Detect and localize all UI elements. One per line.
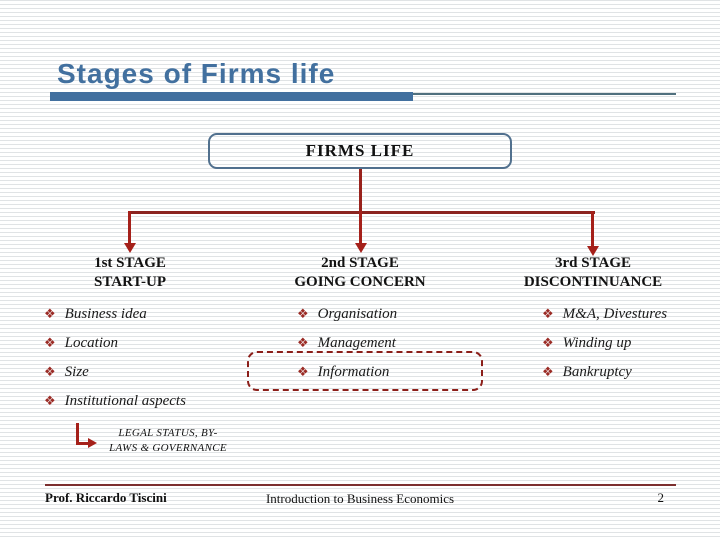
list-item: ❖ Organisation: [297, 306, 397, 323]
stage2-heading-line2: GOING CONCERN: [294, 274, 426, 290]
connector-arrow-left: [128, 211, 131, 244]
list-item: ❖ Institutional aspects: [44, 393, 186, 410]
list-item-label: Location: [64, 335, 118, 351]
list-item-highlighted: ❖ Information: [297, 364, 389, 381]
arrowhead-right-icon: [587, 246, 599, 256]
list-item: ❖ Business idea: [44, 306, 147, 323]
stage1-heading: 1st STAGE START-UP: [30, 254, 230, 292]
connector-root-vertical: [359, 169, 362, 212]
arrowhead-left-icon: [124, 243, 136, 253]
diamond-bullet-icon: ❖: [297, 336, 309, 351]
connector-arrow-right: [591, 211, 594, 247]
stage1-heading-line2: START-UP: [94, 274, 166, 290]
note-elbow-connector-vertical: [76, 423, 79, 445]
list-item: ❖ M&A, Divestures: [542, 306, 667, 323]
stage3-heading: 3rd STAGE DISCONTINUANCE: [483, 254, 703, 292]
list-item: ❖ Winding up: [542, 335, 631, 352]
stage2-heading-line1: 2nd STAGE: [321, 255, 399, 271]
diamond-bullet-icon: ❖: [297, 307, 309, 322]
diagram-root-box: FIRMS LIFE: [208, 133, 512, 169]
note-legal-status: LEGAL STATUS, BY- LAWS & GOVERNANCE: [98, 426, 238, 456]
title-underline-bar: [50, 92, 413, 101]
connector-horizontal: [129, 211, 595, 214]
title-underline-extension: [413, 93, 676, 95]
list-item-label: Size: [64, 364, 89, 380]
list-item: ❖ Size: [44, 364, 89, 381]
footer-page-number: 2: [657, 490, 665, 505]
note-arrowhead-icon: [88, 438, 97, 448]
diagram-root-label: FIRMS LIFE: [305, 141, 415, 160]
list-item: ❖ Bankruptcy: [542, 364, 632, 381]
connector-arrow-center: [359, 211, 362, 244]
stage3-heading-line2: DISCONTINUANCE: [523, 274, 663, 290]
highlight-dashed-box: [247, 351, 483, 391]
diamond-bullet-icon: ❖: [542, 307, 554, 322]
diamond-bullet-icon: ❖: [542, 336, 554, 351]
list-item-label: Winding up: [562, 335, 632, 351]
diamond-bullet-icon: ❖: [44, 365, 56, 380]
diamond-bullet-icon: ❖: [44, 336, 56, 351]
diamond-bullet-icon: ❖: [44, 394, 56, 409]
diamond-bullet-icon: ❖: [542, 365, 554, 380]
list-item-label: M&A, Divestures: [562, 306, 668, 322]
footer-divider: [45, 484, 676, 486]
list-item-label: Institutional aspects: [64, 393, 186, 409]
diamond-bullet-icon: ❖: [44, 307, 56, 322]
stage1-heading-line1: 1st STAGE: [94, 255, 166, 271]
slide-title: Stages of Firms life: [57, 58, 336, 89]
note-line2: LAWS & GOVERNANCE: [109, 442, 227, 454]
list-item-label: Management: [317, 335, 396, 351]
stage3-heading-line1: 3rd STAGE: [555, 255, 631, 271]
footer-course-title: Introduction to Business Economics: [265, 491, 455, 506]
list-item: ❖ Management: [297, 335, 396, 352]
list-item-label: Information: [317, 364, 390, 380]
diamond-bullet-icon: ❖: [297, 365, 309, 380]
list-item-label: Business idea: [64, 306, 147, 322]
note-line1: LEGAL STATUS, BY-: [118, 427, 218, 439]
list-item-label: Organisation: [317, 306, 398, 322]
note-elbow-connector-horizontal: [76, 442, 88, 445]
list-item: ❖ Location: [44, 335, 118, 352]
arrowhead-center-icon: [355, 243, 367, 253]
list-item-label: Bankruptcy: [562, 364, 632, 380]
footer-author: Prof. Riccardo Tiscini: [45, 490, 167, 505]
stage2-heading: 2nd STAGE GOING CONCERN: [250, 254, 470, 292]
